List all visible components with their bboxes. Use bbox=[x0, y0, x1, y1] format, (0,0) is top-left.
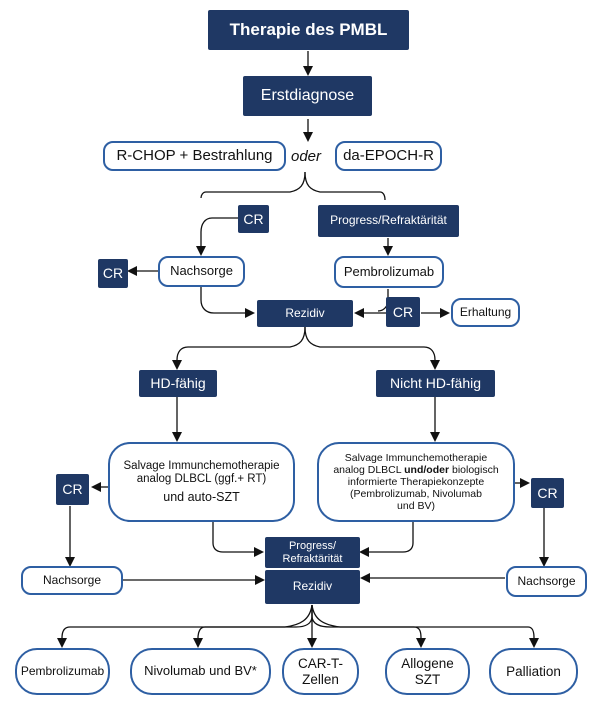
salvage-nhd-line2: analog DLBCL und/oder biologisch bbox=[333, 464, 498, 476]
node-cr-left: CR bbox=[98, 259, 128, 288]
node-cr-right: CR bbox=[386, 297, 420, 327]
node-nicht-hd-faehig: Nicht HD-fähig bbox=[376, 370, 495, 397]
salvage-hd-line2: analog DLBCL (ggf.+ RT) bbox=[136, 472, 267, 485]
node-nachsorge-right: Nachsorge bbox=[506, 566, 587, 597]
progress-2-line1: Progress/ bbox=[288, 539, 337, 552]
option-car-t-line1: CAR-T- bbox=[298, 655, 343, 671]
node-option-pembrolizumab: Pembrolizumab bbox=[15, 648, 110, 695]
fan-to-palliation bbox=[311, 604, 539, 648]
label-oder: oder bbox=[291, 148, 322, 165]
node-da-epoch-r: da-EPOCH-R bbox=[335, 141, 442, 171]
salvage-nhd-line5: und BV) bbox=[397, 500, 435, 513]
salvage-nhd-line3: informierte Therapiekonzepte bbox=[347, 475, 485, 488]
node-erhaltung: Erhaltung bbox=[451, 298, 520, 327]
node-nachsorge-left: Nachsorge bbox=[21, 566, 123, 595]
salvage-nhd-line2-bold: und/oder bbox=[404, 463, 450, 476]
salvage-hd-line1: Salvage Immunchemotherapie bbox=[123, 459, 280, 472]
salvage-nhd-line1: Salvage Immunchemotherapie bbox=[344, 451, 488, 464]
brace-first-line-right bbox=[304, 171, 386, 201]
brace-first-line bbox=[200, 171, 306, 199]
arrow-nachsorge-to-rezidiv bbox=[200, 287, 255, 318]
node-progress-2: Progress/ Refraktärität bbox=[265, 537, 360, 568]
brace-rezidiv-right bbox=[304, 326, 440, 370]
node-option-allogene-szt: Allogene SZT bbox=[385, 648, 470, 695]
node-progress-refraktaeritaet: Progress/Refraktärität bbox=[318, 205, 459, 237]
salvage-nhd-line4: (Pembrolizumab, Nivolumab bbox=[350, 488, 482, 501]
brace-rezidiv bbox=[172, 326, 306, 370]
fan-to-nivolumab bbox=[193, 605, 313, 648]
node-rezidiv-1: Rezidiv bbox=[257, 300, 353, 327]
arrow-cr-to-nachsorge bbox=[196, 217, 238, 256]
node-pembrolizumab: Pembrolizumab bbox=[334, 256, 444, 288]
option-allogene-line1: Allogene bbox=[401, 655, 454, 671]
option-allogene-line2: SZT bbox=[414, 671, 441, 687]
diagram-title: Therapie des PMBL bbox=[208, 10, 409, 50]
node-erstdiagnose: Erstdiagnose bbox=[243, 76, 372, 116]
node-r-chop: R-CHOP + Bestrahlung bbox=[103, 141, 286, 171]
node-hd-faehig: HD-fähig bbox=[139, 370, 217, 397]
node-salvage-nicht-hd: Salvage Immunchemotherapie analog DLBCL … bbox=[317, 442, 515, 522]
node-cr-mid-right: CR bbox=[531, 478, 564, 508]
node-option-car-t: CAR-T- Zellen bbox=[282, 648, 359, 695]
node-option-palliation: Palliation bbox=[489, 648, 578, 695]
node-cr-mid-left: CR bbox=[56, 474, 89, 505]
arrow-salvage-left-to-progress bbox=[212, 522, 264, 557]
node-rezidiv-2: Rezidiv bbox=[265, 570, 360, 604]
node-option-nivolumab: Nivolumab und BV* bbox=[130, 648, 271, 695]
fan-to-pembrolizumab bbox=[57, 604, 313, 648]
option-car-t-line2: Zellen bbox=[302, 671, 339, 687]
progress-2-line2: Refraktärität bbox=[282, 552, 343, 565]
node-cr-branch: CR bbox=[238, 205, 269, 233]
salvage-hd-line3: und auto-SZT bbox=[163, 490, 240, 505]
node-nachsorge: Nachsorge bbox=[158, 256, 245, 287]
fan-to-allogene bbox=[311, 605, 426, 648]
salvage-nhd-line2-post: biologisch bbox=[449, 463, 499, 476]
node-salvage-hd: Salvage Immunchemotherapie analog DLBCL … bbox=[108, 442, 295, 522]
salvage-nhd-line2-pre: analog DLBCL bbox=[333, 463, 405, 476]
arrow-salvage-right-to-progress bbox=[359, 522, 414, 557]
